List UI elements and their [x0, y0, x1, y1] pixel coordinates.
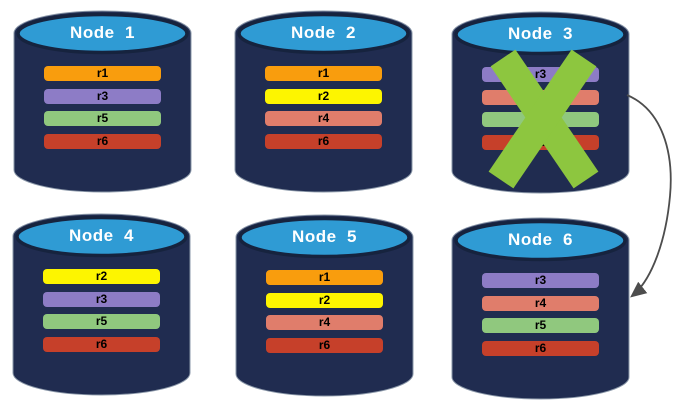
- replica-bar: r3: [482, 273, 599, 288]
- replica-bar: r1: [44, 66, 161, 81]
- replica-list: r3 r4 r5 r6: [482, 273, 599, 363]
- replica-bar: r4: [265, 111, 382, 126]
- replication-arrow: [626, 94, 672, 298]
- replica-bar: r3: [44, 88, 161, 104]
- replica-list: r3 r4 r5 r6: [482, 67, 599, 157]
- replica-bar: r4: [266, 315, 383, 330]
- replica-bar: r5: [482, 112, 599, 127]
- replica-bar: r2: [265, 88, 382, 104]
- node-title: Node 6: [508, 230, 573, 249]
- replica-bar: r3: [482, 67, 599, 82]
- node-4: Node 4 r2 r3 r5 r6: [12, 211, 191, 397]
- replica-bar: r6: [266, 337, 383, 353]
- replica-list: r1 r3 r5 r6: [44, 66, 161, 156]
- replica-bar: r2: [43, 269, 160, 284]
- node-1: Node 1 r1 r3 r5 r6: [13, 8, 192, 194]
- node-title: Node 2: [291, 23, 356, 42]
- replica-bar: r6: [482, 340, 599, 356]
- replica-bar: r6: [44, 133, 161, 149]
- replica-bar: r1: [266, 270, 383, 285]
- node-3-failed: Node 3 r3 r4 r5 r6: [451, 9, 630, 195]
- replica-list: r1 r2 r4 r6: [266, 270, 383, 360]
- replica-list: r2 r3 r5 r6: [43, 269, 160, 359]
- node-6: Node 6 r3 r4 r5 r6: [451, 215, 630, 401]
- node-title: Node 1: [70, 23, 135, 42]
- node-title: Node 3: [508, 24, 573, 43]
- node-5: Node 5 r1 r2 r4 r6: [235, 212, 414, 398]
- replica-bar: r5: [43, 314, 160, 329]
- replica-bar: r6: [482, 134, 599, 150]
- node-title: Node 5: [292, 227, 357, 246]
- replica-bar: r6: [265, 133, 382, 149]
- replica-bar: r6: [43, 336, 160, 352]
- replica-list: r1 r2 r4 r6: [265, 66, 382, 156]
- replica-bar: r2: [266, 292, 383, 308]
- replica-bar: r4: [482, 295, 599, 311]
- node-2: Node 2 r1 r2 r4 r6: [234, 8, 413, 194]
- replica-bar: r5: [44, 111, 161, 126]
- node-title: Node 4: [69, 226, 134, 245]
- replica-bar: r4: [482, 89, 599, 105]
- replica-bar: r1: [265, 66, 382, 81]
- replica-bar: r3: [43, 291, 160, 307]
- replica-bar: r5: [482, 318, 599, 333]
